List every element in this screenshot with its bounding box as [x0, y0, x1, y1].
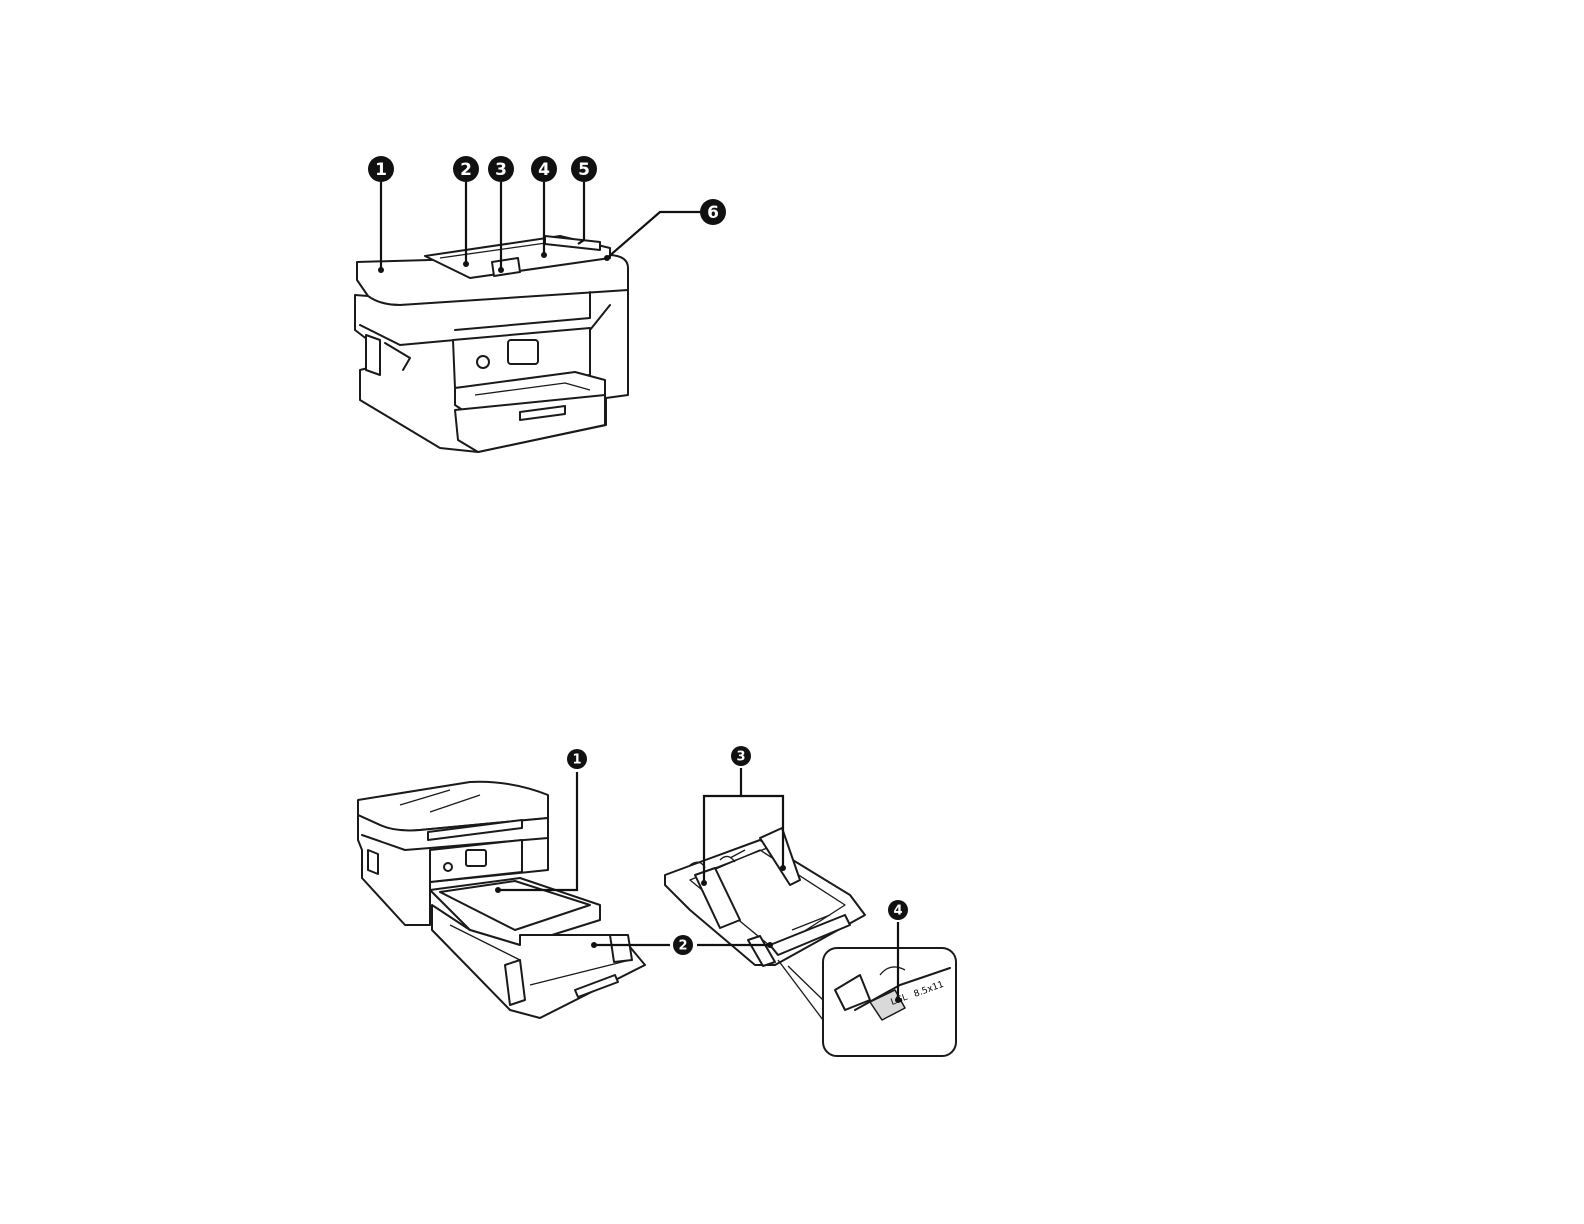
svg-text:4: 4: [893, 904, 902, 919]
svg-text:6: 6: [707, 203, 719, 223]
callout-badge-top-6: 6: [700, 199, 726, 225]
svg-text:2: 2: [460, 160, 472, 180]
svg-text:3: 3: [736, 750, 745, 765]
svg-text:1: 1: [572, 753, 581, 768]
callout-badge-top-4: 4: [531, 156, 557, 182]
callout-badge-top-3: 3: [488, 156, 514, 182]
callout-badge-top-5: 5: [571, 156, 597, 182]
callout-badge-bottom-1: 1: [567, 749, 587, 769]
printer-cassette-illustration: [358, 782, 645, 1018]
callout-badge-top-1: 1: [368, 156, 394, 182]
callout-badge-bottom-4: 4: [888, 900, 908, 920]
svg-text:3: 3: [495, 160, 507, 180]
svg-text:2: 2: [678, 939, 687, 954]
svg-text:5: 5: [578, 160, 590, 180]
callout-badge-bottom-2: 2: [673, 935, 693, 955]
printer-front-illustration: [355, 236, 628, 452]
callout-badge-bottom-3: 3: [731, 746, 751, 766]
svg-text:1: 1: [375, 160, 387, 180]
paper-size-inset: LGL 8.5x11: [778, 948, 956, 1056]
callout-badge-top-2: 2: [453, 156, 479, 182]
svg-text:4: 4: [538, 160, 550, 180]
